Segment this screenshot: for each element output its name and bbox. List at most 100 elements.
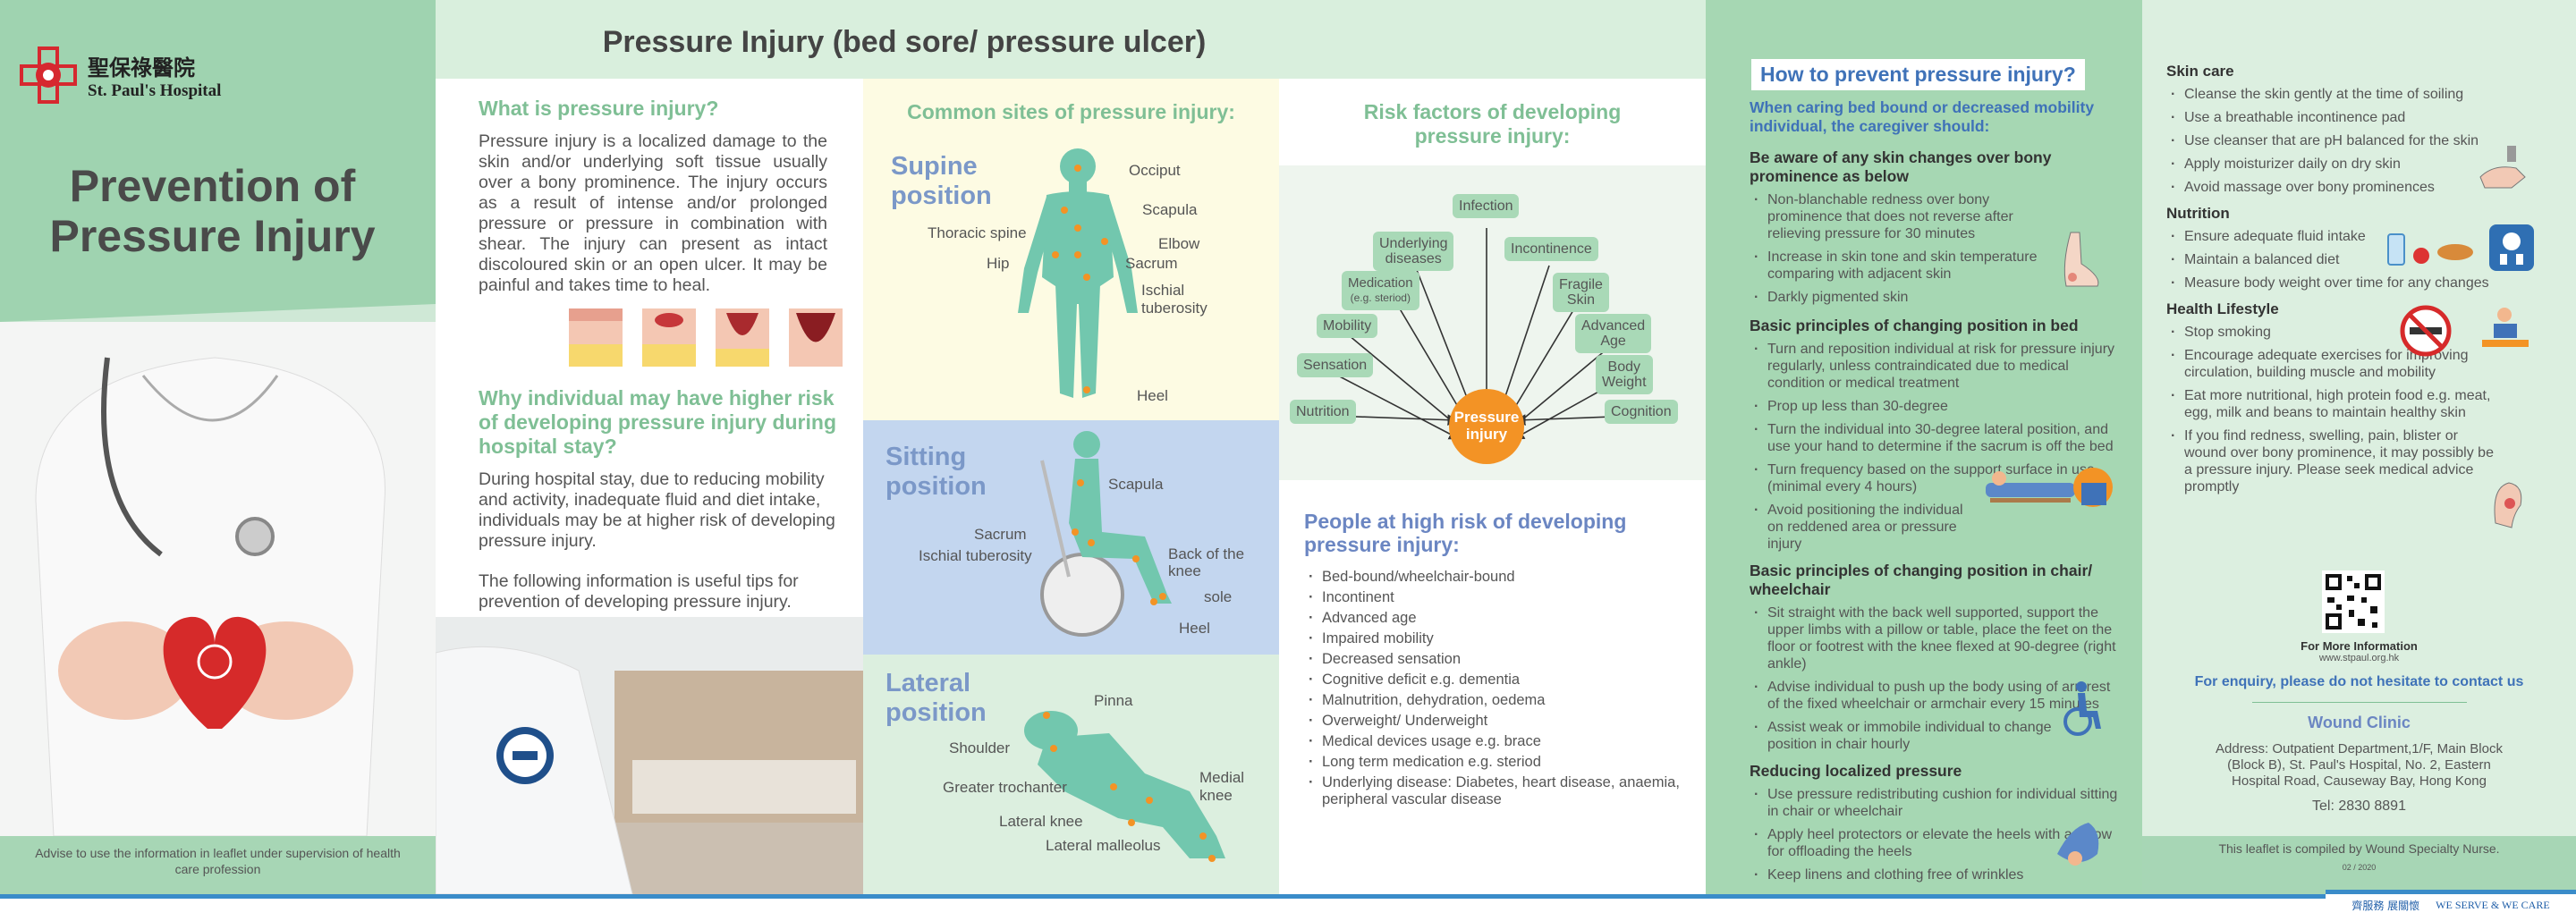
list-item: Assist weak or immobile individual to ch… xyxy=(1750,719,2054,753)
repositioning-icon xyxy=(1986,468,2113,507)
factor-incontinence: Incontinence xyxy=(1504,237,1598,261)
list-item: Underlying disease: Diabetes, heart dise… xyxy=(1304,774,1698,808)
supine-labels: Occiput Scapula Thoracic spine Elbow Hip… xyxy=(928,162,1208,404)
list-item: Use a breathable incontinence pad xyxy=(2166,109,2560,126)
bed-heading: Basic principles of changing position in… xyxy=(1750,317,2079,334)
list-item: Sit straight with the back well supporte… xyxy=(1750,604,2125,672)
care-section: Skin care Cleanse the skin gently at the… xyxy=(2166,63,2560,502)
list-item: Apply moisturizer daily on dry skin xyxy=(2166,156,2560,173)
cover-title: Prevention of Pressure Injury xyxy=(49,161,376,261)
main-title: Pressure Injury (bed sore/ pressure ulce… xyxy=(602,25,1207,59)
chair-heading: Basic principles of changing position in… xyxy=(1750,562,2093,598)
foot-icon xyxy=(2063,232,2099,287)
sitting-title: Sitting position xyxy=(886,443,987,501)
high-risk-list: Bed-bound/wheelchair-bound Incontinent A… xyxy=(1304,569,1698,808)
list-item: Malnutrition, dehydration, oedema xyxy=(1304,692,1698,709)
list-item: If you find redness, swelling, pain, bli… xyxy=(2166,427,2497,495)
slogan-en: WE SERVE & WE CARE xyxy=(2436,899,2550,911)
why-section: Why individual may have higher risk of d… xyxy=(479,386,836,613)
website-link[interactable]: www.stpaul.org.hk xyxy=(2318,653,2400,663)
clinic-tel: Tel: 2830 8891 xyxy=(2312,798,2406,814)
why-tips: The following information is useful tips… xyxy=(479,571,799,612)
list-item: Turn frequency based on the support surf… xyxy=(1750,461,2107,495)
factor-infection: Infection xyxy=(1453,194,1520,218)
list-item: Measure body weight over time for any ch… xyxy=(2166,275,2560,292)
list-item: Increase in skin tone and skin temperatu… xyxy=(1750,249,2054,283)
hospital-name-en: St. Paul's Hospital xyxy=(88,80,222,100)
supine-body-figure xyxy=(1018,148,1138,398)
factor-mobility: Mobility xyxy=(1317,314,1378,338)
slogan: 齊服務 展關懷 WE SERVE & WE CARE xyxy=(2326,890,2576,917)
list-item: Maintain a balanced diet xyxy=(2166,251,2560,268)
prevent-heading: How to prevent pressure injury? xyxy=(1751,59,2085,90)
aware-heading: Be aware of any skin changes over bony p… xyxy=(1750,148,2052,185)
hospital-name-zh: 聖保祿醫院 xyxy=(88,54,195,80)
nutrition-list: Ensure adequate fluid intake Maintain a … xyxy=(2166,228,2560,292)
sitting-figure xyxy=(1040,431,1172,637)
list-item: Medical devices usage e.g. brace xyxy=(1304,733,1698,750)
aware-list: Non-blanchable redness over bony promine… xyxy=(1750,191,2054,306)
list-item: Incontinent xyxy=(1304,589,1698,606)
lateral-title: Lateral position xyxy=(886,669,987,727)
hospital-logo: 聖保祿醫院 St. Paul's Hospital xyxy=(18,45,221,106)
prevent-section: When caring bed bound or decreased mobil… xyxy=(1750,98,2125,890)
why-body: During hospital stay, due to reducing mo… xyxy=(479,469,835,551)
list-item: Non-blanchable redness over bony promine… xyxy=(1750,191,2054,242)
lateral-labels: Pinna Shoulder Greater trochanter Medial… xyxy=(943,692,1245,854)
reduce-heading: Reducing localized pressure xyxy=(1750,762,1962,780)
list-item: Encourage adequate exercises for improvi… xyxy=(2166,347,2511,381)
care-footer: This leaflet is compiled by Wound Specia… xyxy=(2142,836,2576,894)
prevent-intro: When caring bed bound or decreased mobil… xyxy=(1750,98,2095,135)
cover-footer: Advise to use the information in leaflet… xyxy=(0,836,436,894)
list-item: Darkly pigmented skin xyxy=(1750,289,2054,306)
what-body: Pressure injury is a localized damage to… xyxy=(479,131,827,295)
list-item: Ensure adequate fluid intake xyxy=(2166,228,2560,245)
lateral-figure xyxy=(1024,711,1225,862)
high-risk-section: People at high risk of developing pressu… xyxy=(1304,510,1698,812)
chair-list: Sit straight with the back well supporte… xyxy=(1750,604,2125,753)
list-item: Advanced age xyxy=(1304,610,1698,627)
factor-cognition: Cognition xyxy=(1605,400,1678,424)
list-item: Apply heel protectors or elevate the hee… xyxy=(1750,826,2125,860)
list-item: Avoid massage over bony prominences xyxy=(2166,179,2560,196)
hospital-cross-icon xyxy=(20,46,77,104)
list-item: Turn and reposition individual at risk f… xyxy=(1750,341,2125,392)
reduce-list: Use pressure redistributing cushion for … xyxy=(1750,786,2125,883)
high-risk-heading: People at high risk of developing pressu… xyxy=(1304,510,1627,556)
pressure-injury-center: Pressure injury xyxy=(1449,389,1524,464)
nutrition-heading: Nutrition xyxy=(2166,205,2230,222)
list-item: Decreased sensation xyxy=(1304,651,1698,668)
sites-heading: Common sites of pressure injury: xyxy=(907,100,1235,123)
wheelchair-icon xyxy=(2063,681,2101,736)
skin-stages-illustration xyxy=(569,308,843,367)
food-icons xyxy=(2387,233,2473,266)
skin-heading: Skin care xyxy=(2166,63,2234,80)
risk-heading: Risk factors of developing pressure inju… xyxy=(1363,100,1622,148)
bed-list: Turn and reposition individual at risk f… xyxy=(1750,341,2125,553)
what-section: What is pressure injury? Pressure injury… xyxy=(479,97,827,296)
list-item: Cognitive deficit e.g. dementia xyxy=(1304,672,1698,689)
weight-scale-icon xyxy=(2489,224,2534,271)
list-item: Impaired mobility xyxy=(1304,630,1698,647)
qr-code[interactable] xyxy=(2322,570,2385,633)
list-item: Use pressure redistributing cushion for … xyxy=(1750,786,2125,820)
what-heading: What is pressure injury? xyxy=(479,97,719,120)
ward-illustration xyxy=(436,617,863,894)
supine-title: Supine position xyxy=(891,152,992,210)
no-smoking-icon xyxy=(2400,305,2452,357)
list-item: Eat more nutritional, high protein food … xyxy=(2166,387,2511,421)
list-item: Prop up less than 30-degree xyxy=(1750,398,2125,415)
list-item: Avoid positioning the individual on redd… xyxy=(1750,502,1973,553)
list-item: Bed-bound/wheelchair-bound xyxy=(1304,569,1698,586)
list-item: Turn the individual into 30-degree later… xyxy=(1750,421,2125,455)
sitting-labels: Scapula Sacrum Ischial tuberosity Back o… xyxy=(919,476,1245,637)
skin-list: Cleanse the skin gently at the time of s… xyxy=(2166,86,2560,196)
more-info-label: For More Information xyxy=(2301,639,2418,653)
enquiry-text: For enquiry, please do not hesitate to c… xyxy=(2194,674,2524,689)
list-item: Cleanse the skin gently at the time of s… xyxy=(2166,86,2560,103)
